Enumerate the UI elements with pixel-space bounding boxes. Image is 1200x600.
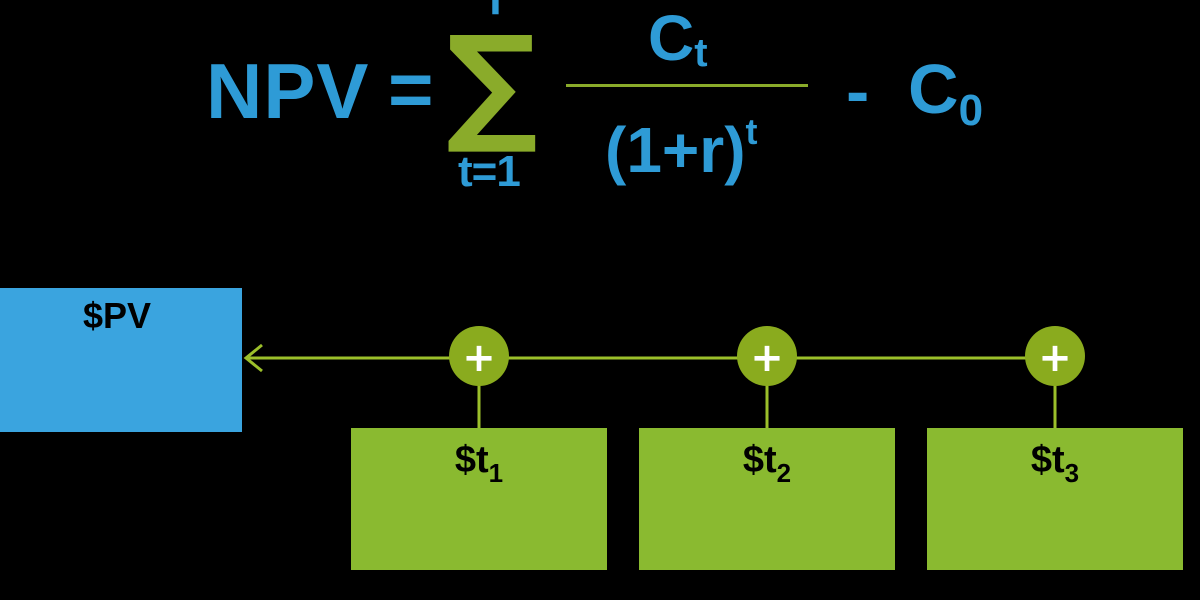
present-value-label: $PV — [82, 295, 152, 336]
initial-base: C — [908, 50, 959, 128]
sum-upper-limit: T — [482, 0, 509, 22]
cash-flow-label-2: $t2 — [639, 434, 895, 489]
cash-flow-2-subscript: 2 — [776, 458, 792, 488]
initial-subscript: 0 — [958, 86, 984, 135]
fraction-line — [566, 84, 808, 87]
timeline-arrowhead — [243, 343, 263, 373]
sum-lower-limit: t=1 — [458, 147, 521, 196]
cash-flow-box-1 — [351, 428, 607, 570]
cash-flow-box-2 — [639, 428, 895, 570]
npv-label: NPV — [206, 47, 370, 135]
cash-flow-3-base: $t — [1030, 439, 1065, 481]
plus-node-2-label: + — [750, 335, 784, 381]
plus-circle-3 — [1025, 326, 1085, 386]
plus-circle-2 — [737, 326, 797, 386]
numerator-base: C — [648, 2, 695, 74]
plus-node-3: + — [1025, 326, 1085, 386]
minus-sign: - — [846, 52, 870, 130]
cash-flow-1-base: $t — [454, 439, 489, 481]
cash-flow-1-subscript: 1 — [488, 458, 504, 488]
equals-sign: = — [388, 45, 434, 133]
plus-node-3-label: + — [1038, 335, 1072, 381]
plus-node-1: + — [449, 326, 509, 386]
numerator: Ct — [648, 6, 708, 79]
cash-flow-box-3 — [927, 428, 1183, 570]
denominator-exponent: t — [745, 111, 758, 152]
summation-symbol: ∑ — [446, 9, 538, 158]
cash-flow-3-subscript: 3 — [1064, 458, 1080, 488]
initial-investment: C0 — [908, 54, 984, 135]
present-value-box — [0, 288, 242, 432]
numerator-subscript: t — [694, 31, 708, 75]
denominator-base: (1+r) — [605, 114, 746, 186]
denominator: (1+r)t — [605, 111, 758, 192]
cash-flow-label-3: $t3 — [927, 434, 1183, 489]
plus-circle-1 — [449, 326, 509, 386]
plus-node-2: + — [737, 326, 797, 386]
cash-flow-2-base: $t — [742, 439, 777, 481]
plus-node-1-label: + — [462, 335, 496, 381]
cash-flow-label-1: $t1 — [351, 434, 607, 489]
